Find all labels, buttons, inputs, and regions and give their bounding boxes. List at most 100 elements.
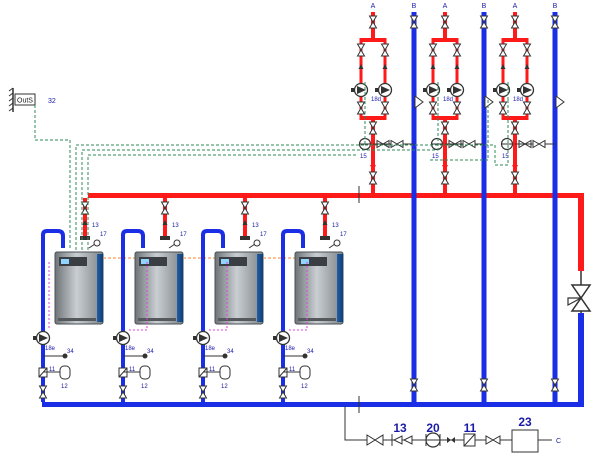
outdoor-sensor-number: 32 xyxy=(48,98,56,105)
control-wiring xyxy=(34,82,509,250)
three-way-valve-icon xyxy=(567,271,592,313)
riser-sensor-icon xyxy=(430,137,444,151)
flow-arrow-icon xyxy=(430,64,436,69)
top-label-a3: A xyxy=(513,3,518,10)
outdoor-sensor-box xyxy=(14,93,36,106)
boiler-pump-tag: 18e xyxy=(205,346,216,352)
expansion-vessel-icon xyxy=(219,365,231,380)
boiler-vessel-tag: 12 xyxy=(141,384,148,390)
boiler-supply-valve-icon xyxy=(80,201,90,215)
riser-branch-right xyxy=(525,38,529,118)
boiler-filter-tag: 11 xyxy=(129,367,136,373)
boiler-valve-tag: 13 xyxy=(92,223,99,229)
boiler-return-pipe xyxy=(121,229,145,402)
riser-supply-top-valve-icon xyxy=(440,15,450,29)
riser-supply-header-valve-icon xyxy=(440,171,450,185)
riser-supply-header-valve-icon xyxy=(368,171,378,185)
gauge-icon xyxy=(168,239,181,249)
riser-sensor-icon xyxy=(500,137,514,151)
riser-supply-lower-valve-icon xyxy=(510,121,520,135)
riser-3: 18d 15 xyxy=(493,12,565,407)
riser-return-pipe xyxy=(552,12,558,407)
riser-pump-icon xyxy=(423,82,441,98)
makeup-valve-2-icon xyxy=(485,435,501,445)
riser-branch-valve-icon xyxy=(498,43,508,57)
expansion-vessel-icon xyxy=(299,365,311,380)
boiler-gauge-tag: 17 xyxy=(100,232,107,238)
riser-return-pipe xyxy=(481,12,487,407)
makeup-valve-icon xyxy=(366,434,384,446)
riser-down-arrow-icon xyxy=(370,165,376,171)
riser-supply-top-valve-icon xyxy=(510,15,520,29)
riser-return-top-valve-icon xyxy=(550,15,560,29)
riser-sensor-tag: 15 xyxy=(360,154,367,160)
flow-arrow-icon xyxy=(242,220,248,225)
riser-branch-valve-icon xyxy=(380,43,390,57)
riser-manifold-top xyxy=(501,38,529,42)
expansion-vessel-icon xyxy=(139,365,151,380)
riser-check-valve-icon xyxy=(414,95,424,109)
water-meter-icon xyxy=(425,432,441,448)
boiler-side-panel xyxy=(337,254,343,322)
boiler-supply-pipe xyxy=(323,198,327,236)
riser-check-valve-icon xyxy=(484,95,494,109)
riser-sensor-tag: 15 xyxy=(502,154,509,160)
boiler-return-valve-icon xyxy=(118,385,128,399)
flow-arrow-icon xyxy=(500,64,506,69)
boiler-display xyxy=(141,259,149,264)
boiler-control-panel xyxy=(139,257,167,266)
return-header xyxy=(42,313,584,413)
boiler-return-pipe xyxy=(201,229,225,402)
makeup-end-label: C xyxy=(556,438,561,445)
riser-supply-lower-valve-icon xyxy=(440,121,450,135)
boiler-probe-tag: 34 xyxy=(67,349,74,355)
top-label-b1: B xyxy=(412,3,417,10)
riser-manifold-top xyxy=(359,38,387,42)
boiler-link-line xyxy=(209,262,228,331)
supply-header-pipe xyxy=(88,193,584,198)
riser-supply-lower-valve-icon xyxy=(368,121,378,135)
boiler-supply-flange xyxy=(160,236,170,240)
flow-arrow-icon xyxy=(162,220,168,225)
riser-pump-tag: 18d xyxy=(513,97,523,103)
top-labels: A B A B A B xyxy=(371,3,558,10)
boiler-supply-valve-icon xyxy=(240,201,250,215)
boiler-side-panel xyxy=(257,254,263,322)
riser-return-bottom-valve-icon xyxy=(479,378,489,392)
riser-bypass-valve-icon xyxy=(532,139,546,149)
boiler-probe-icon xyxy=(222,353,228,359)
riser-return-bottom-valve-icon xyxy=(550,378,560,392)
top-label-a1: A xyxy=(371,3,376,10)
makeup-line-pipe xyxy=(344,406,552,441)
riser-pump-tag: 18d xyxy=(371,97,381,103)
riser-return-pipe xyxy=(411,12,417,407)
water-meter-label: 20 xyxy=(426,421,440,435)
boiler-probe-icon xyxy=(62,353,68,359)
riser-branch-left xyxy=(359,38,363,118)
return-header-right-rise xyxy=(578,313,584,407)
makeup-check-valve-icon xyxy=(391,434,413,446)
boiler-supply-pipe xyxy=(163,198,167,236)
boiler-gauge-tag: 17 xyxy=(340,232,347,238)
boiler-gauge-tag: 17 xyxy=(260,232,267,238)
boiler-supply-flange xyxy=(320,236,330,240)
boiler-supply-pipe xyxy=(243,198,247,236)
boiler-base xyxy=(218,318,256,321)
boiler-vessel-tag: 12 xyxy=(301,384,308,390)
boiler-display xyxy=(61,259,69,264)
riser-branch-right xyxy=(383,38,387,118)
riser-manifold-top xyxy=(431,38,459,42)
boiler-link-line xyxy=(289,262,308,331)
boiler-side-panel xyxy=(97,254,103,322)
boiler-vessel-tag: 12 xyxy=(221,384,228,390)
riser-supply-header-valve-icon xyxy=(510,171,520,185)
riser-branch-valve-icon xyxy=(522,43,532,57)
makeup-filter-label: 11 xyxy=(464,421,477,435)
boiler-filter-tag: 11 xyxy=(49,367,56,373)
boiler-vessel-tag: 12 xyxy=(61,384,68,390)
riser-pump-icon xyxy=(375,82,393,98)
outdoor-sensor-label: OutS xyxy=(17,98,33,105)
